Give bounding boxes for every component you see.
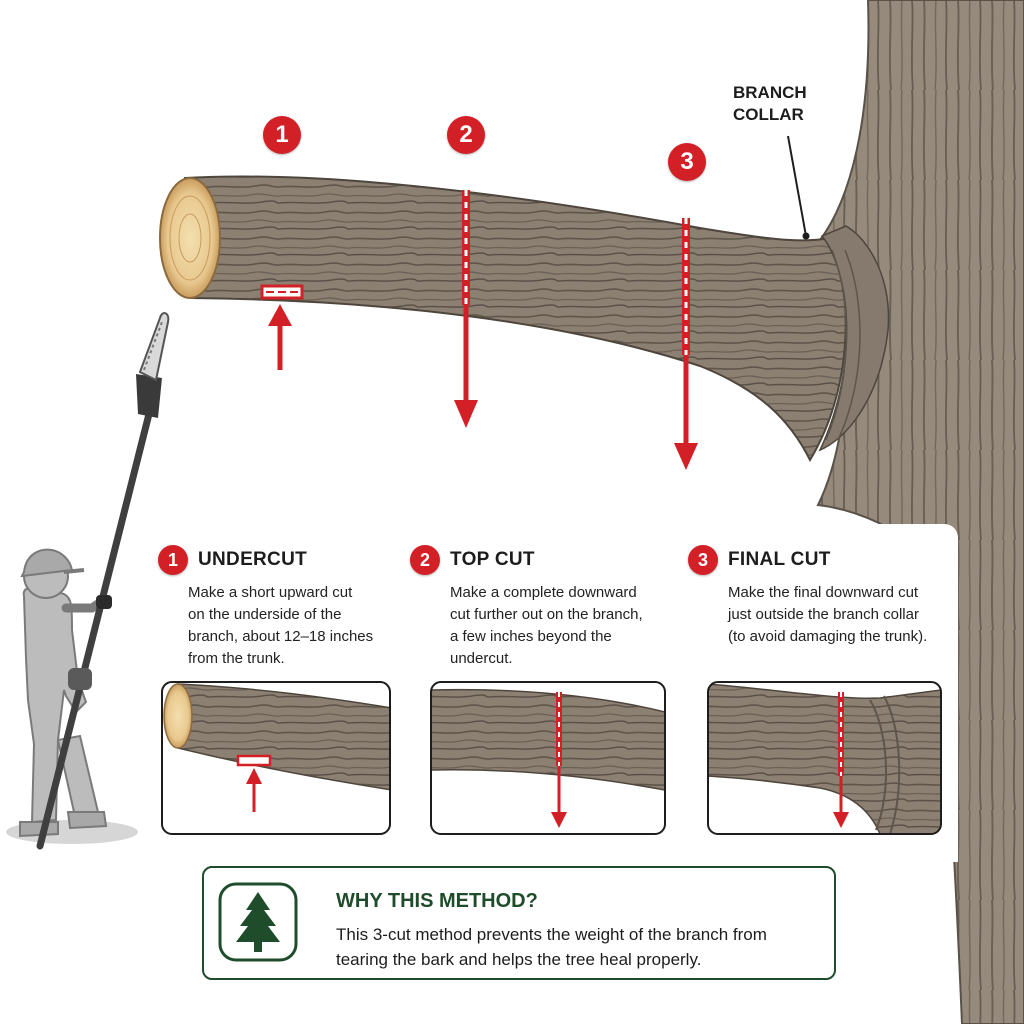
final-cut-arrow	[674, 443, 698, 470]
info-title: WHY THIS METHOD?	[336, 890, 538, 912]
callout-leader	[787, 135, 807, 237]
step-2-badge: 2	[410, 545, 440, 575]
why-this-method-box: WHY THIS METHOD? This 3-cut method preve…	[202, 866, 836, 980]
step-3-title: FINAL CUT	[728, 549, 831, 570]
top-cut-arrow	[454, 400, 478, 428]
pole-saw	[36, 312, 170, 850]
thumbnail-final-cut	[707, 681, 942, 835]
thumbnail-top-cut	[430, 681, 666, 835]
step-undercut: 1 UNDERCUT Make a short upward cut on th…	[158, 540, 398, 670]
branch	[183, 175, 847, 463]
tree-trunk	[816, 0, 1024, 1024]
step-1-description: Make a short upward cut on the underside…	[188, 584, 374, 667]
branch-collar-callout: BRANCH COLLAR	[733, 83, 807, 124]
step-top-cut: 2 TOP CUT Make a complete downward cut f…	[410, 540, 650, 670]
branch-cut-end	[159, 177, 221, 299]
worker-figure	[19, 548, 109, 838]
diagram-badge-2: 2	[447, 116, 485, 154]
info-text: This 3-cut method prevents the weight of…	[336, 925, 767, 969]
undercut-arrow	[268, 304, 292, 326]
thumbnail-undercut	[161, 681, 391, 835]
step-1-badge: 1	[158, 545, 188, 575]
step-2-description: Make a complete downward cut further out…	[450, 584, 643, 667]
diagram-badge-1: 1	[263, 116, 301, 154]
step-3-description: Make the final downward cut just outside…	[728, 584, 928, 645]
step-final-cut: 3 FINAL CUT Make the final downward cut …	[688, 540, 948, 648]
diagram-badge-3: 3	[668, 143, 706, 181]
step-2-title: TOP CUT	[450, 549, 535, 570]
step-3-badge: 3	[688, 545, 718, 575]
pine-tree-icon	[218, 882, 298, 962]
step-1-title: UNDERCUT	[198, 549, 308, 570]
